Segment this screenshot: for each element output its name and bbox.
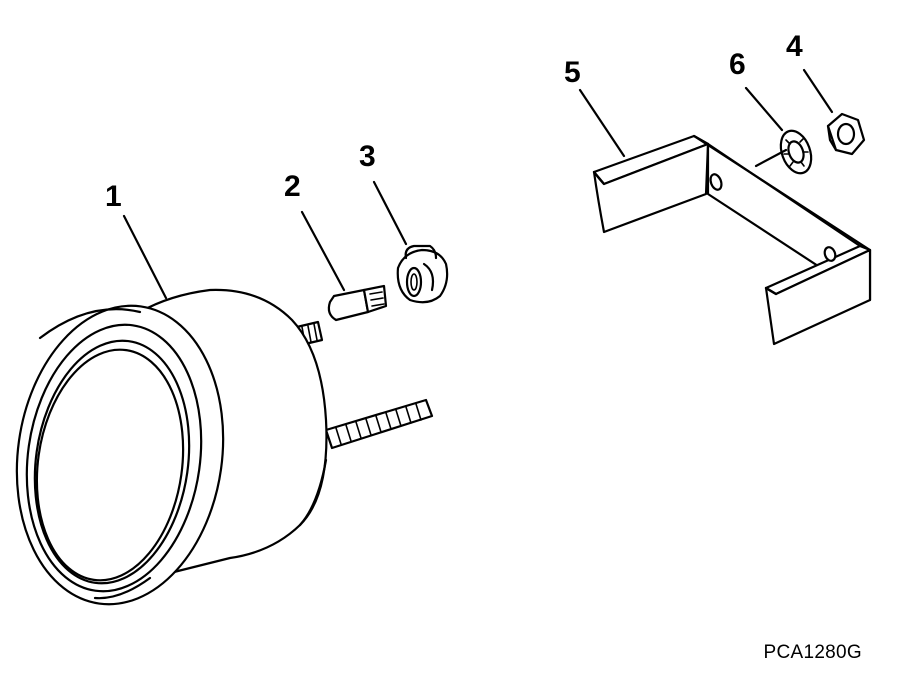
leader-5: [578, 88, 626, 158]
leader-1: [122, 214, 168, 300]
leader-lines: [122, 68, 834, 300]
figure-code: PCA1280G: [763, 642, 862, 663]
callout-1: 1: [105, 180, 122, 213]
leader-6b: [754, 148, 788, 168]
mounting-bracket: [592, 134, 872, 346]
leader-4: [802, 68, 834, 114]
callout-6: 6: [729, 48, 746, 81]
leader-6: [744, 86, 784, 132]
callout-3: 3: [359, 140, 376, 173]
leader-2: [300, 210, 346, 292]
gauge-assembly: [15, 288, 434, 606]
bulb: [327, 284, 388, 322]
callout-5: 5: [564, 56, 581, 89]
lock-washer: [779, 129, 813, 175]
hex-nut: [826, 112, 866, 156]
bulb-socket: [396, 244, 449, 304]
leader-3: [372, 180, 408, 246]
gauge-long-stud: [324, 398, 434, 450]
callout-2: 2: [284, 170, 301, 203]
callout-4: 4: [786, 30, 803, 63]
